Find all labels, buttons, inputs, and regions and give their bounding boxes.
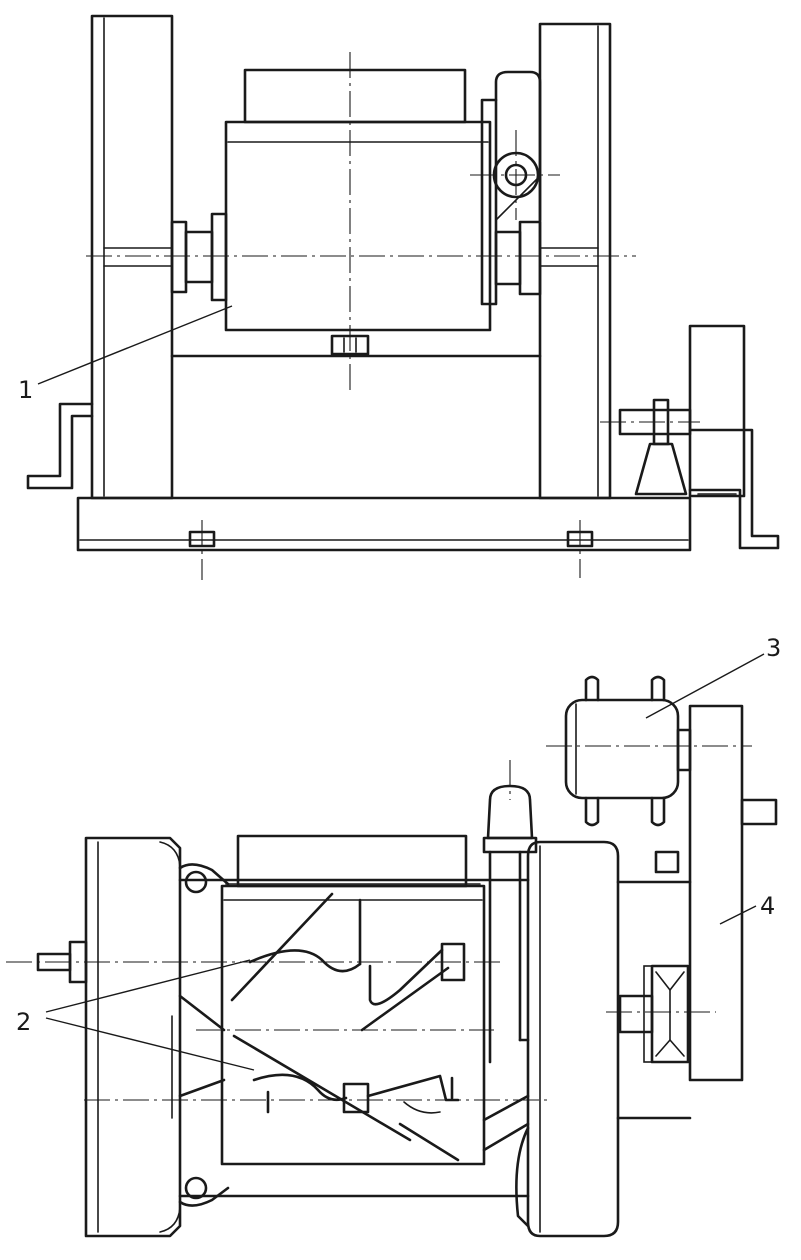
leader-line-2a [45, 959, 251, 1013]
plan-view: 2 3 4 [6, 634, 781, 1238]
center-lines-front [86, 52, 700, 580]
left-wheel [84, 836, 182, 1238]
leader-line-1 [37, 305, 233, 385]
electric-motor [564, 675, 692, 827]
plan-frame [178, 863, 530, 1207]
callout-label-2: 2 [16, 1008, 31, 1036]
bevel-gearbox [618, 964, 690, 1064]
mixing-drum [224, 68, 492, 356]
drive-pulley-front [618, 324, 780, 550]
crank-handle [26, 402, 94, 490]
left-upright [90, 14, 174, 500]
drive-pulley-plan [616, 704, 778, 1120]
callout-label-1: 1 [18, 376, 33, 404]
callout-label-4: 4 [760, 892, 775, 920]
leader-line-3 [645, 653, 765, 719]
drive-column [482, 784, 538, 1152]
mixing-blades [230, 892, 466, 1162]
right-wheel [515, 840, 620, 1238]
right-upright [538, 22, 612, 500]
right-trunnion [480, 70, 599, 306]
leader-line-2b [45, 1017, 255, 1071]
callout-label-3: 3 [766, 634, 781, 662]
drum-plan [220, 834, 486, 1166]
leader-line-4 [719, 905, 757, 925]
base-frame [76, 496, 692, 552]
left-trunnion [103, 212, 228, 302]
front-elevation-view: 1 [18, 14, 780, 580]
center-lines-plan [6, 745, 752, 1101]
